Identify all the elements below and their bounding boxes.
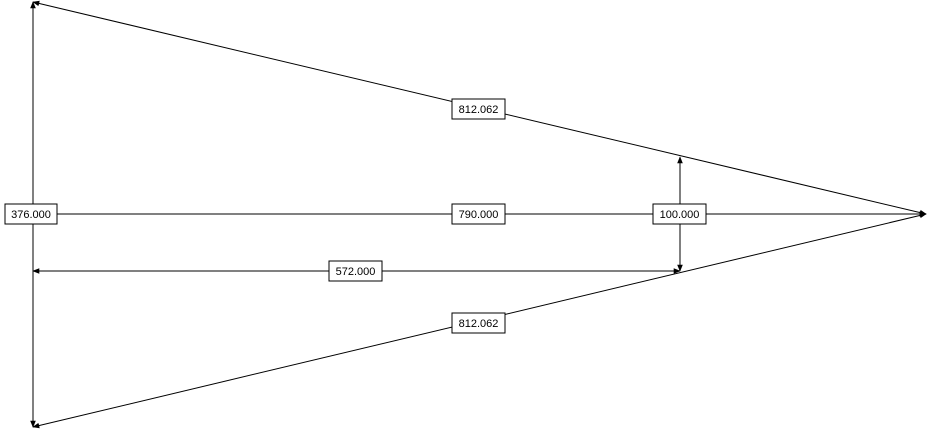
center-length-label: 790.000: [451, 203, 506, 225]
inner-offset-label: 572.000: [328, 260, 383, 282]
inner-gap-label: 100.000: [652, 203, 707, 225]
center-length-text: 790.000: [459, 209, 499, 221]
inner-offset-text: 572.000: [336, 266, 376, 278]
upper-edge-text: 812.062: [459, 104, 499, 116]
upper-edge-label: 812.062: [451, 98, 506, 120]
lower-edge-label: 812.062: [451, 312, 506, 334]
left-height-label: 376.000: [4, 203, 58, 225]
lower-edge-text: 812.062: [459, 318, 499, 330]
left-height-text: 376.000: [11, 209, 51, 221]
inner-gap-text: 100.000: [660, 209, 700, 221]
